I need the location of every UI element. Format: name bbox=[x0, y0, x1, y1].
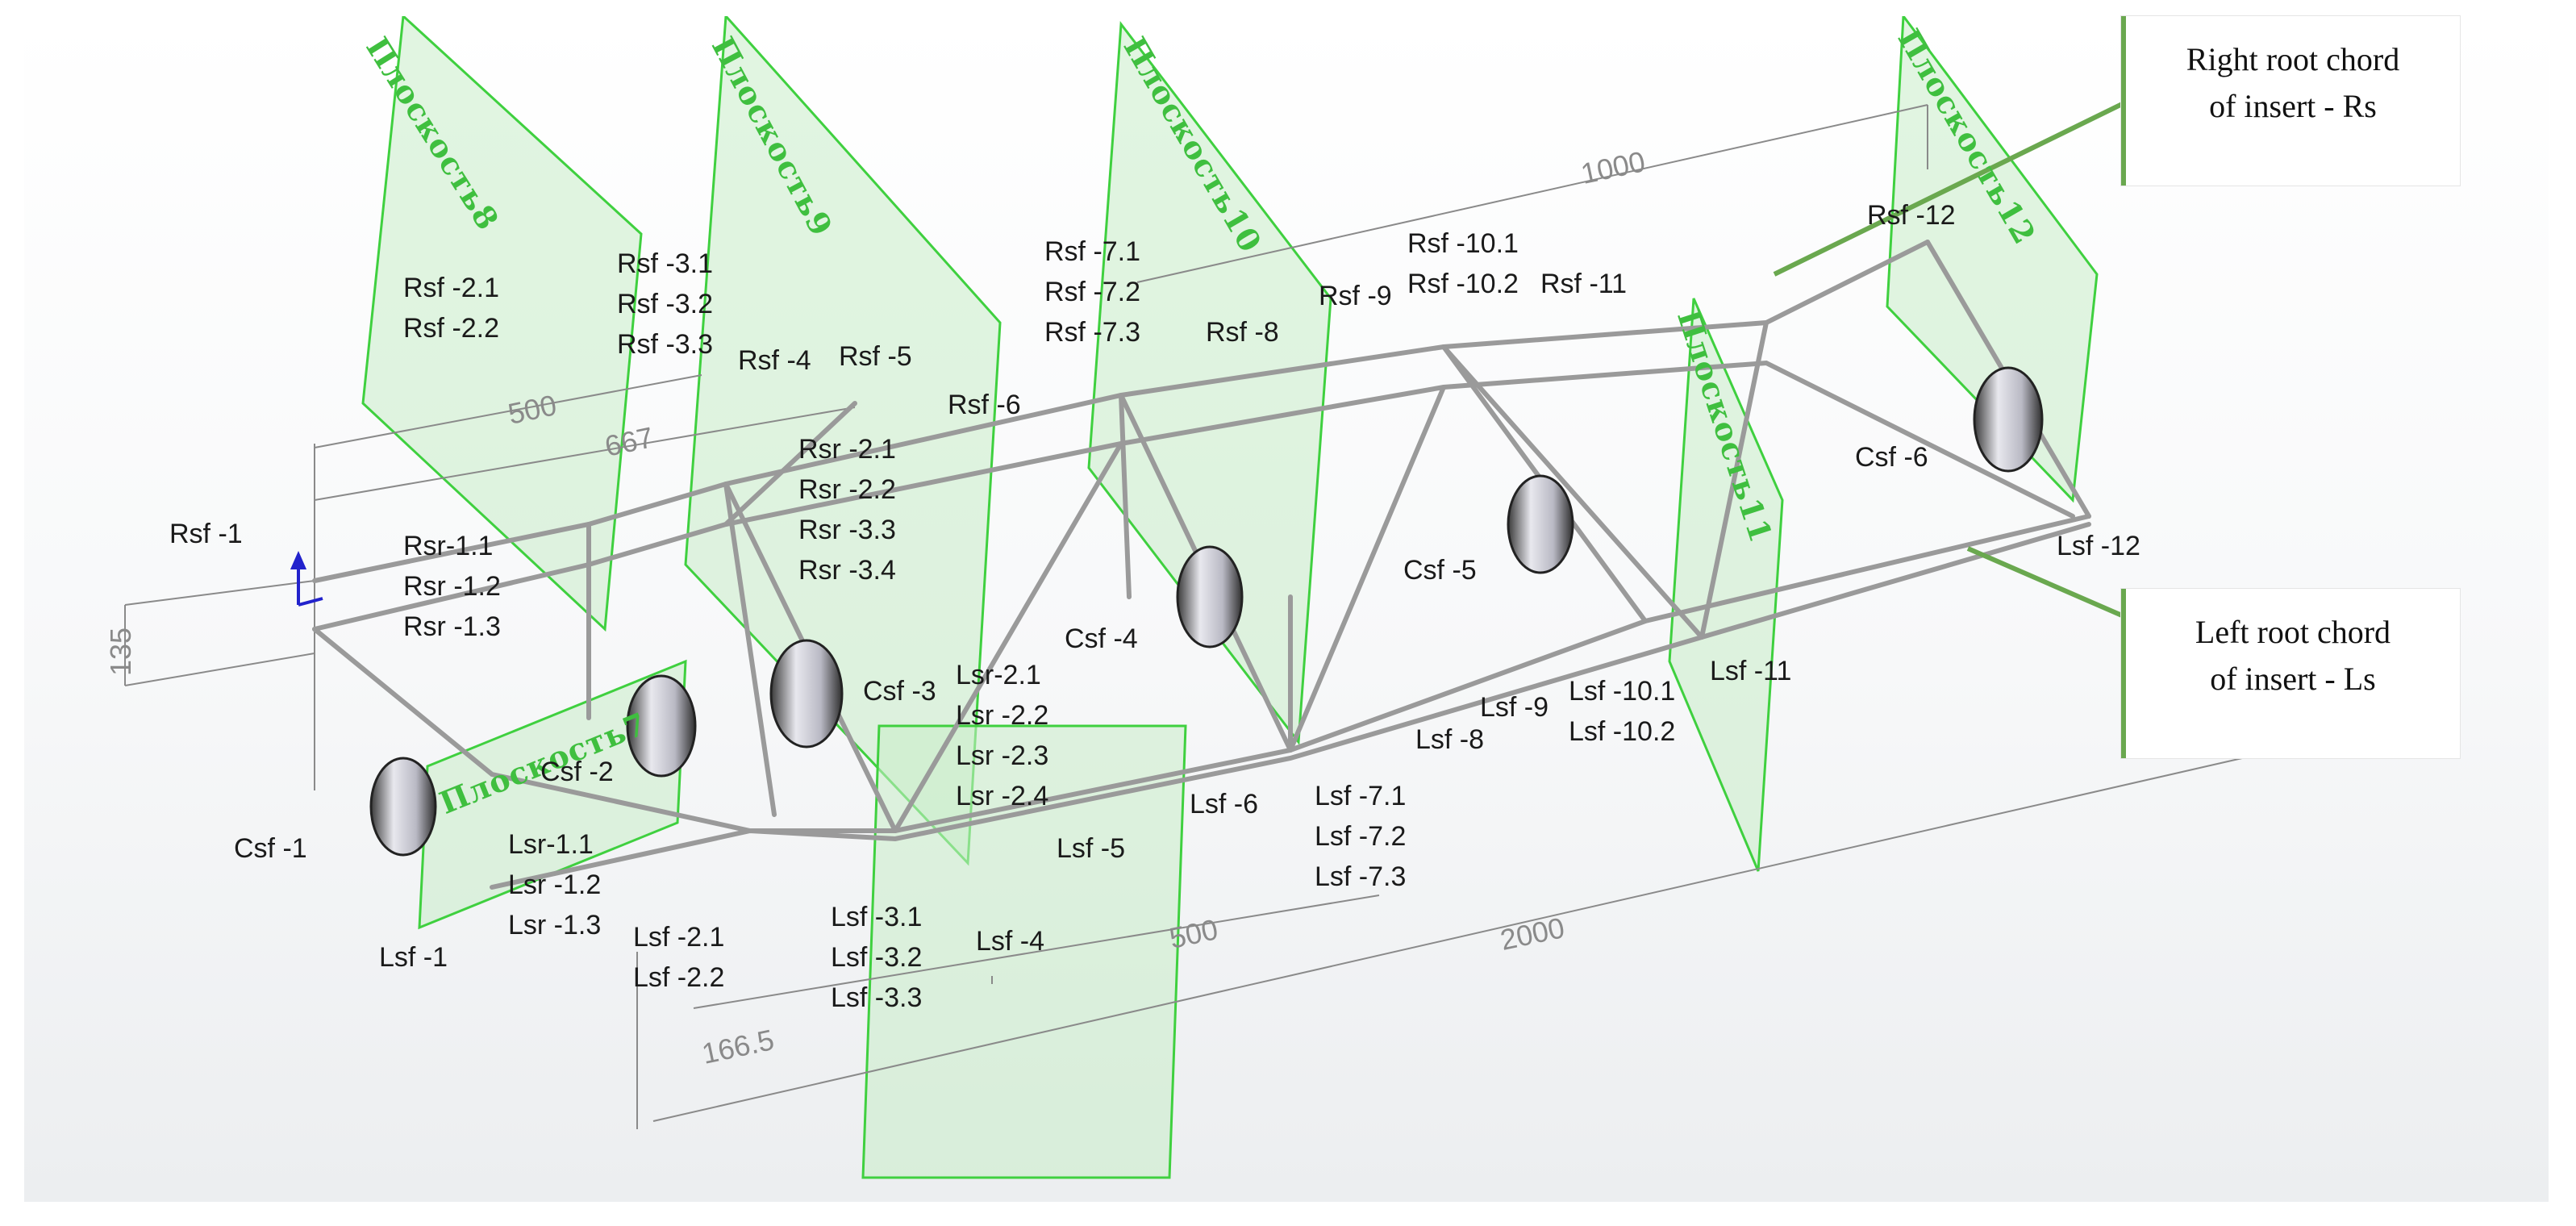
plane-8 bbox=[361, 16, 643, 632]
node-label: Lsf -1 bbox=[379, 942, 448, 973]
node-label: Rsr -3.3 bbox=[798, 515, 896, 545]
callout-right-root-chord: Right root chord of insert - Rs bbox=[2121, 16, 2460, 186]
insert-csf-3 bbox=[769, 639, 844, 749]
node-label: Lsr -2.4 bbox=[956, 781, 1049, 811]
node-label: Lsf -7.1 bbox=[1315, 781, 1407, 811]
node-label: Csf -3 bbox=[863, 676, 936, 707]
node-label: Lsr -2.3 bbox=[956, 740, 1049, 771]
callout-left-root-chord: Left root chord of insert - Ls bbox=[2121, 589, 2460, 758]
node-label: Rsf -10.1 bbox=[1407, 228, 1519, 259]
node-label: Rsr -1.3 bbox=[403, 611, 501, 642]
node-label: Lsf -7.2 bbox=[1315, 821, 1407, 852]
node-label: Rsf -3.2 bbox=[617, 289, 714, 319]
node-label: Lsf -10.2 bbox=[1569, 716, 1676, 747]
node-label: Lsr-2.1 bbox=[956, 660, 1041, 690]
node-label: Lsr -1.2 bbox=[508, 869, 602, 900]
callout-text-line: Right root chord bbox=[2186, 41, 2400, 77]
node-label: Lsf -2.1 bbox=[633, 922, 725, 953]
node-label: Rsf -3.1 bbox=[617, 248, 714, 279]
section-planes bbox=[361, 16, 2099, 1179]
node-label: Lsf -3.2 bbox=[831, 942, 923, 973]
dimension-lines bbox=[124, 104, 2243, 1129]
callout-text-line: of insert - Rs bbox=[2209, 88, 2377, 124]
node-label: Lsf -4 bbox=[976, 926, 1045, 957]
node-label: Csf -6 bbox=[1855, 442, 1928, 473]
node-label: Rsf -9 bbox=[1319, 281, 1392, 311]
node-label: Lsf -8 bbox=[1415, 724, 1485, 755]
node-label: Csf -5 bbox=[1403, 555, 1477, 586]
node-label: Csf -1 bbox=[234, 833, 307, 864]
insert-csf-2 bbox=[626, 674, 697, 778]
insert-csf-6 bbox=[1973, 366, 2044, 473]
node-label: Rsf -6 bbox=[948, 390, 1021, 420]
node-label: Lsf -3.1 bbox=[831, 902, 923, 932]
node-label: Lsr -1.3 bbox=[508, 910, 602, 940]
callout-text-line: of insert - Ls bbox=[2210, 661, 2376, 697]
plane-11 bbox=[1668, 298, 1784, 872]
node-label: Rsf -7.1 bbox=[1044, 236, 1141, 267]
cylindrical-inserts bbox=[369, 366, 2044, 857]
node-label: Rsr-1.1 bbox=[403, 531, 494, 561]
node-label: Lsf -6 bbox=[1190, 789, 1259, 819]
node-label: Lsf -10.1 bbox=[1569, 676, 1676, 707]
node-label: Rsf -7.3 bbox=[1044, 317, 1141, 348]
node-label: Lsf -3.3 bbox=[831, 982, 923, 1013]
node-label: Lsf -11 bbox=[1710, 656, 1792, 686]
axis-triad bbox=[290, 551, 323, 607]
node-label: Rsf -3.3 bbox=[617, 329, 714, 360]
node-label: Rsf -1 bbox=[169, 519, 243, 549]
node-label: Rsf -12 bbox=[1867, 200, 1956, 231]
node-label: Lsr-1.1 bbox=[508, 829, 594, 860]
node-label: Lsr -2.2 bbox=[956, 700, 1049, 731]
insert-csf-1 bbox=[369, 757, 437, 857]
node-label: Csf -4 bbox=[1065, 623, 1138, 654]
plane-front bbox=[861, 724, 1187, 1179]
callout-text-line: Left root chord bbox=[2195, 614, 2391, 650]
node-label: Rsf -10.2 bbox=[1407, 269, 1519, 299]
node-label: Rsf -4 bbox=[738, 345, 811, 376]
node-label: Rsf -7.2 bbox=[1044, 277, 1141, 307]
insert-csf-4 bbox=[1176, 545, 1244, 648]
node-label: Lsf -2.2 bbox=[633, 962, 725, 993]
node-label: Rsr -3.4 bbox=[798, 555, 896, 586]
node-label: Rsf -2.1 bbox=[403, 273, 500, 303]
node-label: Lsf -7.3 bbox=[1315, 861, 1407, 892]
node-label: Rsf -8 bbox=[1206, 317, 1279, 348]
node-label: Rsr -1.2 bbox=[403, 571, 501, 602]
plane-12 bbox=[1886, 16, 2099, 503]
insert-csf-5 bbox=[1507, 474, 1574, 574]
node-label: Lsf -9 bbox=[1480, 692, 1549, 723]
node-label: Rsf -2.2 bbox=[403, 313, 500, 344]
truss-drawing bbox=[124, 16, 2243, 1179]
plane-7 bbox=[418, 659, 687, 930]
node-label: Rsr -2.2 bbox=[798, 474, 896, 505]
node-label: Rsr -2.1 bbox=[798, 434, 896, 465]
node-label: Rsf -11 bbox=[1540, 269, 1628, 299]
node-label: Rsf -5 bbox=[839, 341, 912, 372]
node-label: Csf -2 bbox=[540, 757, 614, 787]
cad-viewport[interactable]: Плоскость8 Плоскость9 Плоскость10 Плоско… bbox=[24, 16, 2549, 1202]
node-label: Lsf -5 bbox=[1057, 833, 1126, 864]
node-label: Lsf -12 bbox=[2057, 531, 2140, 561]
dim-135: 135 bbox=[104, 627, 138, 677]
